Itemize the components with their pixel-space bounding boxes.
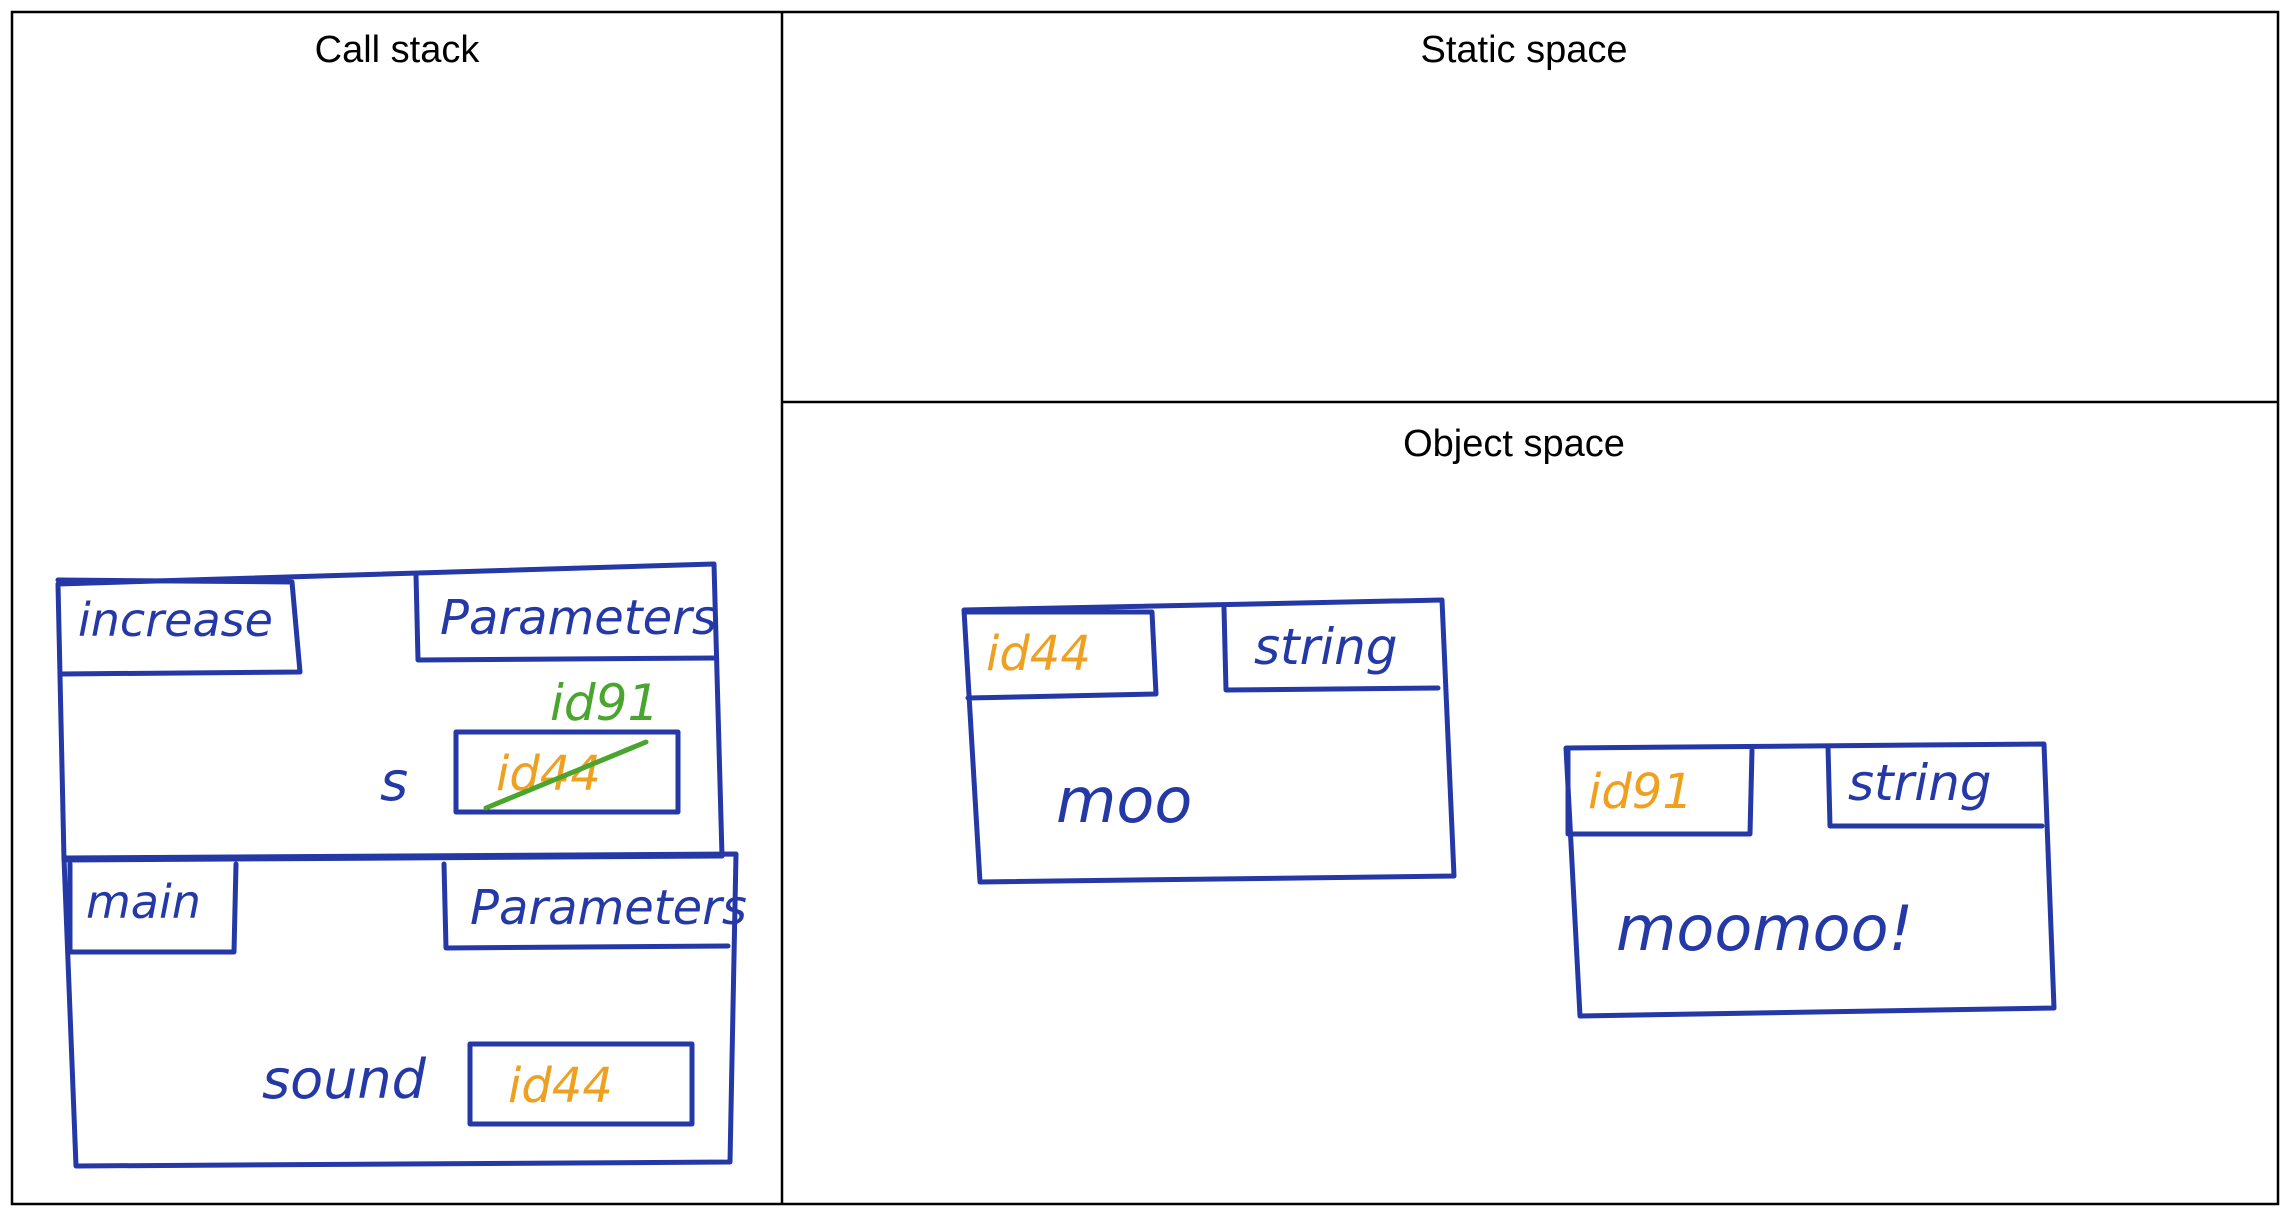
object1-id: id44 [986, 626, 1091, 682]
main-frame: main Parameters sound id44 [61, 851, 747, 1169]
call-stack-heading: Call stack [315, 29, 481, 71]
increase-frame-name: increase [78, 593, 273, 647]
main-parameters-label: Parameters [470, 880, 747, 936]
object-id91: id91 string moomoo! [1563, 741, 2057, 1019]
object1-value: moo [1056, 764, 1192, 837]
increase-variable-box [453, 729, 681, 815]
increase-new-value: id91 [550, 674, 659, 732]
object2-value: moomoo! [1616, 892, 1913, 965]
main-variable-box [467, 1041, 695, 1127]
object-space-heading: Object space [1403, 423, 1625, 465]
increase-old-value: id44 [496, 746, 601, 802]
main-frame-name: main [86, 875, 201, 929]
static-space-heading: Static space [1421, 29, 1628, 71]
strike-through-line [483, 739, 649, 811]
table-border [10, 10, 2280, 1206]
increase-frame: increase Parameters s id44 id91 [55, 561, 725, 863]
object2-id: id91 [1588, 764, 1693, 820]
object2-type: string [1848, 754, 1992, 812]
increase-parameters-label: Parameters [440, 590, 717, 646]
main-variable-value: id44 [508, 1058, 613, 1114]
object-id44: id44 string moo [961, 597, 1457, 885]
increase-variable-name: s [380, 750, 408, 813]
main-variable-name: sound [262, 1048, 427, 1111]
object1-type: string [1254, 618, 1398, 676]
